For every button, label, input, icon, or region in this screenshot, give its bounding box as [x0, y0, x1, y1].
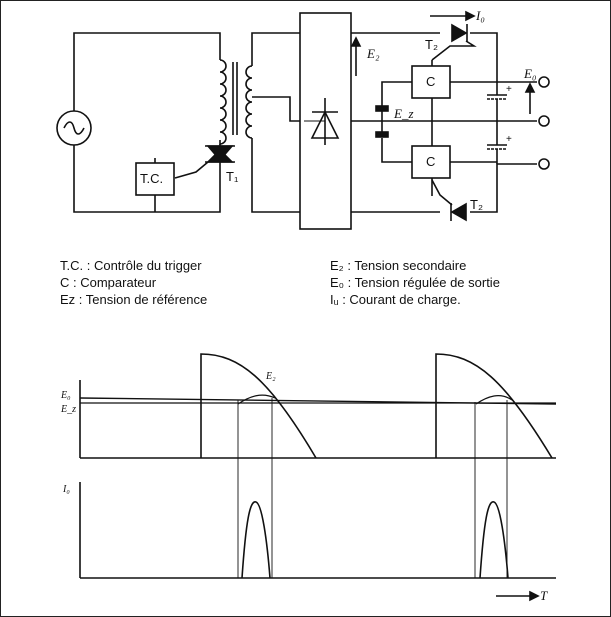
plot-label-e2: E₂	[266, 371, 276, 382]
svg-text:+: +	[506, 84, 512, 95]
projection-lines	[237, 398, 508, 578]
annotation-arrows	[350, 10, 536, 114]
label-e0: E₀	[524, 66, 537, 81]
current-pulse-2	[479, 501, 509, 579]
label-comparator-bottom: C	[426, 154, 436, 169]
plot-label-ez: E_z	[61, 404, 76, 415]
label-t2-top: T₂	[425, 37, 438, 52]
output-terminal-top	[538, 76, 550, 88]
transformer-primary-coil	[219, 59, 227, 145]
output-bump-2	[475, 395, 513, 405]
label-iu-arrow: I₀	[476, 8, 485, 23]
triac-t1-symbol	[174, 140, 235, 179]
label-t2-bottom: T₂	[470, 197, 483, 212]
legend-e2: E₂ : Tension secondaire	[330, 258, 467, 273]
rectified-wave-2	[435, 353, 553, 459]
transformer-secondary-coil	[245, 65, 253, 139]
secondary-tap-wire	[252, 96, 300, 122]
waveform-plot	[79, 353, 557, 602]
rectifier-diode-symbol	[304, 98, 340, 145]
output-bump-1	[237, 394, 276, 405]
label-t1: T₁	[226, 169, 239, 184]
label-comparator-top: C	[426, 74, 436, 89]
label-tc-box: T.C.	[140, 171, 164, 186]
secondary-wire-bottom	[251, 138, 300, 213]
svg-text:+: +	[506, 134, 512, 145]
legend-ez: Eᴢ : Tension de référence	[60, 292, 208, 307]
legend-e0: E₀ : Tension régulée de sortie	[330, 275, 500, 290]
output-capacitors: + +	[487, 82, 512, 164]
label-e2: E₂	[367, 46, 380, 61]
circuit-schematic: + +	[56, 10, 550, 230]
plot-label-e0: E₀	[61, 390, 71, 401]
legend-tc: T.C. : Contrôle du trigger	[60, 258, 202, 273]
label-ez: E_z	[394, 106, 414, 121]
plot-label-iu: I₀	[63, 484, 70, 495]
output-terminal-bottom	[538, 158, 550, 170]
thyristor-t2-bottom	[431, 179, 467, 222]
ac-source-symbol	[56, 110, 92, 146]
plot-label-time: T	[540, 588, 548, 603]
rectified-wave-1	[200, 353, 317, 459]
legend-c: C : Comparateur	[60, 275, 157, 290]
current-pulse-1	[241, 501, 271, 579]
primary-wire	[73, 32, 221, 111]
legend-iu: Iᵤ : Courant de charge.	[330, 292, 461, 307]
output-terminal-middle	[538, 115, 550, 127]
thyristor-t2-top	[431, 23, 477, 61]
reference-source-symbols	[375, 105, 389, 138]
primary-wire-bottom	[73, 145, 221, 213]
secondary-wire-top	[251, 32, 300, 66]
